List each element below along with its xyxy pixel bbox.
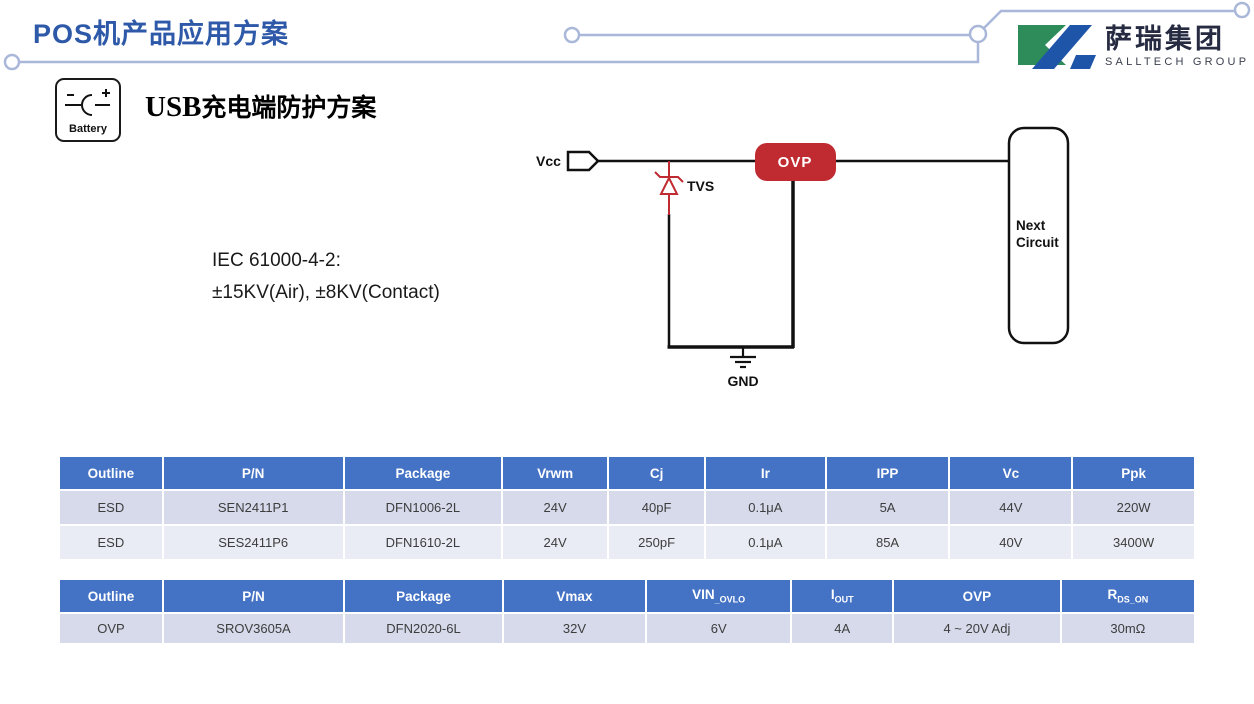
column-header: VIN_OVLO (647, 580, 791, 612)
table-cell: 220W (1073, 491, 1194, 524)
table-cell: 5A (826, 491, 949, 524)
column-header: Package (345, 580, 502, 612)
next-circuit-label-line2: Circuit (1016, 235, 1059, 250)
table-cell: DFN1610-2L (344, 526, 502, 559)
table-cell: 40pF (609, 491, 705, 524)
column-header: IPP (826, 457, 949, 489)
circuit-diagram: Vcc TVS OVP GND Next Circuit (536, 126, 1070, 389)
column-header: Outline (60, 580, 162, 612)
table-cell: SROV3605A (163, 614, 344, 643)
next-circuit-block: Next Circuit (1007, 126, 1070, 345)
tvs-diode-icon (654, 161, 684, 215)
column-header: Package (344, 457, 502, 489)
gnd-label: GND (727, 373, 758, 389)
table-cell: 44V (950, 491, 1072, 524)
table-cell: OVP (60, 614, 162, 643)
next-circuit-label-line1: Next (1016, 218, 1046, 233)
vcc-label: Vcc (536, 153, 561, 169)
battery-card: Battery (55, 78, 121, 142)
iec-note: IEC 61000-4-2: ±15KV(Air), ±8KV(Contact) (212, 245, 440, 310)
section-heading: USB充电端防护方案 (145, 88, 376, 124)
table-cell: 250pF (609, 526, 705, 559)
column-header: Cj (609, 457, 705, 489)
table-cell: 4A (792, 614, 893, 643)
decor-node-icon (563, 26, 581, 44)
decor-node-icon (968, 24, 988, 44)
table-cell: 24V (503, 526, 608, 559)
column-header: IOUT (792, 580, 893, 612)
battery-icon (65, 89, 110, 116)
decor-node-icon (1233, 1, 1251, 19)
ovp-label: OVP (778, 154, 813, 171)
table-cell: ESD (60, 491, 162, 524)
column-header: Vmax (503, 580, 645, 612)
table-cell: 0.1μA (706, 491, 825, 524)
logo-text: 萨瑞集团 SALLTECH GROUP (1105, 24, 1250, 69)
table-cell: 40V (950, 526, 1072, 559)
ground-icon (730, 347, 756, 369)
table-cell: 6V (647, 614, 791, 643)
section-heading-zh: 充电端防护方案 (201, 95, 377, 122)
table-cell: DFN1006-2L (344, 491, 502, 524)
column-header: P/N (163, 580, 344, 612)
column-header: Vc (950, 457, 1072, 489)
column-header: Ppk (1073, 457, 1194, 489)
logo-name-zh: 萨瑞集团 (1105, 24, 1225, 54)
column-header: Vrwm (503, 457, 608, 489)
column-header: Ir (706, 457, 825, 489)
column-header: RDS_ON (1061, 580, 1194, 612)
table-cell: 32V (503, 614, 645, 643)
decor-node-icon (3, 53, 21, 71)
wires (598, 159, 1009, 349)
table-cell: 24V (503, 491, 608, 524)
iec-standard: IEC 61000-4-2: (212, 250, 341, 271)
vcc-connector-icon (566, 150, 600, 172)
table-cell: 3400W (1073, 526, 1194, 559)
table-cell: 4 ~ 20V Adj (894, 614, 1060, 643)
column-header: Outline (60, 457, 162, 489)
table-cell: SEN2411P1 (163, 491, 343, 524)
table-cell: 0.1μA (706, 526, 825, 559)
table-cell: 85A (826, 526, 949, 559)
ovp-block: OVP (755, 143, 836, 181)
company-logo: 萨瑞集团 SALLTECH GROUP (1018, 24, 1249, 70)
logo-mark-icon (1018, 25, 1096, 69)
section-heading-en: USB (145, 91, 202, 123)
table-cell: ESD (60, 526, 162, 559)
battery-label: Battery (69, 123, 107, 135)
logo-blue-slash (1032, 25, 1092, 69)
tvs-label: TVS (687, 178, 714, 194)
table-cell: SES2411P6 (163, 526, 343, 559)
table-cell: DFN2020-6L (345, 614, 502, 643)
page-title: POS机产品应用方案 (33, 19, 290, 49)
column-header: P/N (163, 457, 343, 489)
logo-name-en: SALLTECH GROUP (1105, 56, 1250, 68)
table-cell: 30mΩ (1061, 614, 1194, 643)
column-header: OVP (894, 580, 1060, 612)
logo-blue-foot (1070, 55, 1096, 69)
iec-levels: ±15KV(Air), ±8KV(Contact) (212, 282, 440, 304)
